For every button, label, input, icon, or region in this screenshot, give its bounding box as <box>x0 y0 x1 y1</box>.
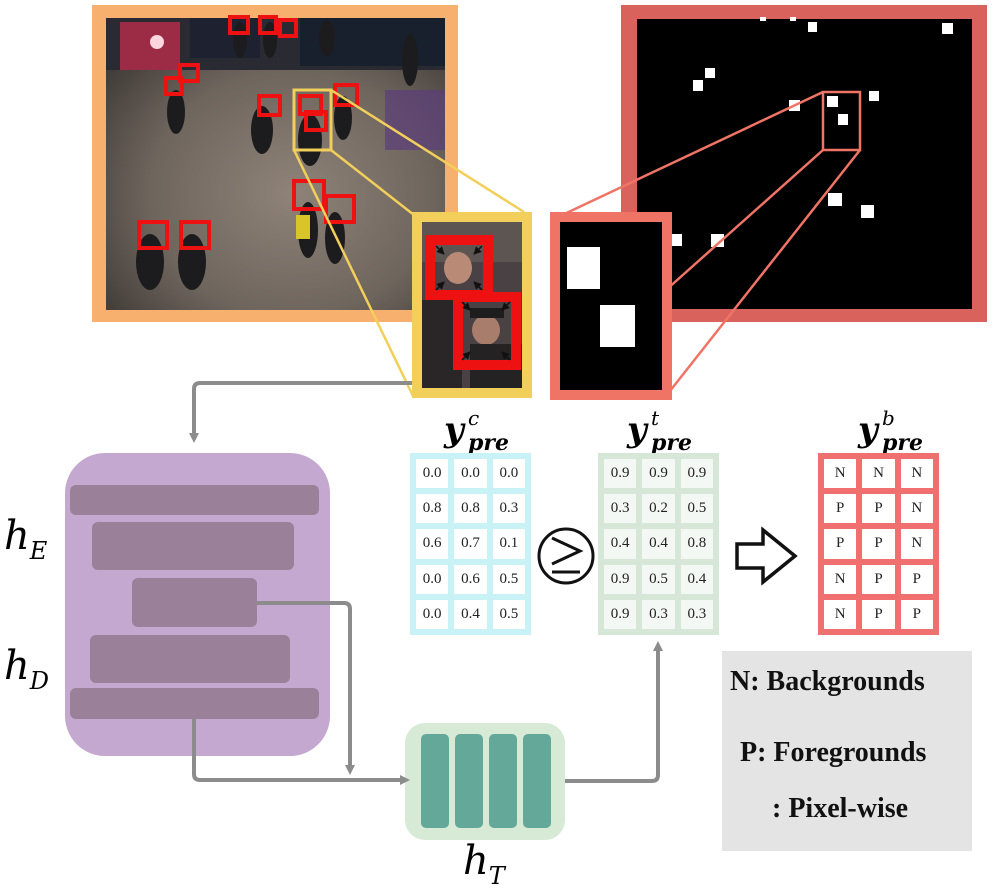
matrix-cell: P <box>900 564 933 594</box>
matrix-cell: 0.0 <box>416 459 449 489</box>
matrix-cell: N <box>900 494 933 524</box>
temporal-block <box>405 723 565 840</box>
matrix-cell: N <box>862 459 895 489</box>
h-temporal-label: hT <box>463 838 505 890</box>
matrix-cell: 0.9 <box>604 459 637 489</box>
matrix-cell: 0.9 <box>680 459 713 489</box>
matrix-cell: 0.9 <box>642 459 675 489</box>
zoomed-crop-panel <box>412 212 532 398</box>
matrix-cell: P <box>900 599 933 629</box>
matrix-cell: 0.0 <box>492 459 525 489</box>
matrix-cell: 0.5 <box>492 564 525 594</box>
zoom-lines-red <box>557 90 861 397</box>
matrix-cell: N <box>900 529 933 559</box>
crowd-photo-panel <box>92 5 458 322</box>
matrix-cell: 0.8 <box>680 529 713 559</box>
matrix-cell: 0.6 <box>454 564 487 594</box>
zoom-lines-yellow <box>292 88 525 399</box>
matrix-cell: 0.1 <box>492 529 525 559</box>
flow-arrows <box>189 381 663 785</box>
matrix-cell: N <box>824 459 857 489</box>
matrix-cell: 0.5 <box>642 564 675 594</box>
greater-equal-circle-icon <box>537 527 595 585</box>
h-decoder-label: hD <box>4 643 50 695</box>
matrix-cell: 0.3 <box>680 599 713 629</box>
detection-boxes <box>137 15 359 250</box>
legend-p: P: Foregrounds <box>740 737 927 768</box>
matrix-cell: 0.5 <box>492 599 525 629</box>
legend-n: N: Backgrounds <box>730 666 925 697</box>
matrix-cell: 0.8 <box>416 494 449 524</box>
matrix-cell: 0.7 <box>454 529 487 559</box>
matrix-cell: 0.5 <box>680 494 713 524</box>
matrix-cell: 0.9 <box>604 599 637 629</box>
mask-panel <box>621 5 987 322</box>
autoencoder-block <box>65 453 330 756</box>
matrix-cell: P <box>862 599 895 629</box>
matrix-cell: 0.0 <box>454 459 487 489</box>
legend-operator: : Pixel-wise <box>772 793 909 824</box>
matrix-cell: 0.3 <box>642 599 675 629</box>
matrix-cell: 0.9 <box>604 564 637 594</box>
matrix-cell: N <box>900 459 933 489</box>
h-encoder-label: hE <box>4 513 48 565</box>
matrix-cell: 0.6 <box>416 529 449 559</box>
matrix-cell: 0.4 <box>642 529 675 559</box>
matrix-cell: 0.8 <box>454 494 487 524</box>
matrix-cell: P <box>862 494 895 524</box>
matrix-cell: P <box>824 494 857 524</box>
zoom-region-yellow <box>292 88 333 152</box>
y-t-label: y t pre <box>627 406 692 456</box>
zoomed-mask-panel <box>550 212 672 400</box>
matrix-cell: P <box>862 564 895 594</box>
matrix-cell: 0.0 <box>416 564 449 594</box>
matrix-cell: N <box>824 599 857 629</box>
matrix-cell: 0.3 <box>492 494 525 524</box>
y-b-label: y b pre <box>858 406 923 456</box>
matrix-cell: P <box>824 529 857 559</box>
y-c-label: y c pre <box>444 406 509 456</box>
matrix-cell: 0.4 <box>454 599 487 629</box>
legend-box <box>722 651 972 851</box>
matrix-cell: P <box>862 529 895 559</box>
matrix-cell: 0.3 <box>604 494 637 524</box>
hollow-right-arrow-icon <box>735 526 798 586</box>
matrix-cell: 0.4 <box>604 529 637 559</box>
matrix-cell: N <box>824 564 857 594</box>
matrix-cell: 0.0 <box>416 599 449 629</box>
matrix-cell: 0.2 <box>642 494 675 524</box>
matrix-cell: 0.4 <box>680 564 713 594</box>
